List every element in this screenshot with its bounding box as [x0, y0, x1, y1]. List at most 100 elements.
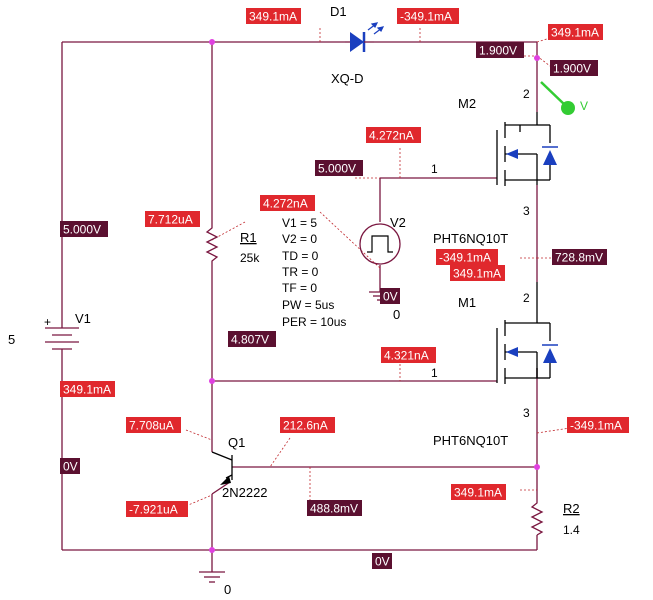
- ground-label-v2: 0: [393, 307, 400, 322]
- m1-pin-drain: 2: [523, 291, 530, 305]
- tag-value: -349.1mA: [400, 10, 452, 24]
- current-tag: 212.6nA: [280, 417, 335, 433]
- pulse-source-v2[interactable]: [359, 223, 401, 265]
- voltage-tag: 1.900V: [476, 42, 524, 58]
- tag-background: [315, 160, 363, 176]
- ground-main: [199, 571, 225, 583]
- mosfet-m1[interactable]: [496, 282, 551, 384]
- m1-model: PHT6NQ10T: [433, 433, 508, 448]
- resistor-r1[interactable]: [205, 222, 219, 266]
- tag-value: 4.272nA: [263, 197, 308, 211]
- current-tag: 349.1mA: [451, 484, 506, 500]
- tag-value: 349.1mA: [551, 26, 599, 40]
- m2-body-diode: [543, 150, 557, 165]
- current-tag: 7.708uA: [126, 417, 181, 433]
- r1-value: 25k: [240, 251, 260, 265]
- led-d1[interactable]: [345, 22, 385, 52]
- tag-value: 0V: [375, 555, 390, 569]
- tag-background: [380, 288, 400, 304]
- voltage-probe-marker[interactable]: [540, 81, 575, 115]
- voltage-tag: 488.8mV: [307, 500, 362, 516]
- tag-background: [397, 8, 459, 24]
- m1-arrow: [506, 347, 518, 357]
- tag-background: [451, 484, 506, 500]
- tag-value: 0V: [63, 460, 78, 474]
- current-tag: 349.1mA: [60, 381, 115, 397]
- probe-tags: 349.1mA -349.1mA 349.1mA 1.900V 1.900V 4.272n…: [60, 8, 629, 569]
- v1-name: V1: [75, 311, 91, 326]
- tag-value: 488.8mV: [310, 502, 358, 516]
- current-tag: 349.1mA: [548, 24, 603, 40]
- junction-nodes: [209, 39, 540, 553]
- v2-param: V2 = 0: [282, 232, 317, 246]
- v2-param: TF = 0: [282, 281, 317, 295]
- tag-background: [126, 501, 188, 517]
- m2-pin-drain: 2: [523, 87, 530, 101]
- tag-value: 349.1mA: [454, 486, 502, 500]
- tag-value: 1.900V: [553, 62, 591, 76]
- voltage-tag: 4.807V: [228, 331, 276, 347]
- tag-value: 4.321nA: [384, 349, 429, 363]
- tag-value: 212.6nA: [283, 419, 328, 433]
- voltage-tag: 0V: [380, 288, 400, 304]
- v2-params: V1 = 5 V2 = 0 TD = 0 TR = 0 TF = 0 PW = …: [282, 216, 346, 329]
- voltage-tag: 5.000V: [60, 221, 108, 237]
- tag-background: [548, 24, 603, 40]
- current-tag: -349.1mA: [567, 417, 629, 433]
- tag-value: 5.000V: [63, 223, 101, 237]
- tag-value: 7.712uA: [148, 213, 193, 227]
- tag-background: [552, 249, 607, 265]
- tag-background: [307, 500, 362, 516]
- tag-value: 4.807V: [231, 333, 269, 347]
- d1-name: D1: [330, 4, 347, 19]
- current-tag: -7.921uA: [126, 501, 188, 517]
- source-v1[interactable]: [45, 327, 79, 355]
- m2-pin-gate: 1: [431, 162, 438, 176]
- current-tag: 349.1mA: [450, 265, 505, 281]
- v2-param: TD = 0: [282, 249, 319, 263]
- tag-background: [260, 195, 315, 211]
- tag-value: 349.1mA: [249, 10, 297, 24]
- tag-background: [126, 417, 181, 433]
- tag-value: -349.1mA: [570, 419, 622, 433]
- tag-value: 1.900V: [479, 44, 517, 58]
- v2-param: PER = 10us: [282, 315, 346, 329]
- q1-emitter-arrow: [220, 476, 231, 485]
- m2-model: PHT6NQ10T: [433, 231, 508, 246]
- resistor-r2[interactable]: [530, 497, 544, 536]
- m2-arrow: [506, 149, 518, 159]
- m1-pin-gate: 1: [431, 366, 438, 380]
- tag-value: 0V: [383, 290, 398, 304]
- r2-value: 1.4: [563, 523, 580, 537]
- ground-label-main: 0: [224, 582, 231, 597]
- voltage-tag: 728.8mV: [552, 249, 607, 265]
- voltage-tag: 1.900V: [550, 60, 598, 76]
- r1-name: R1: [240, 230, 257, 245]
- tag-background: [372, 553, 392, 569]
- m2-name: M2: [458, 96, 476, 111]
- voltage-tag: 5.000V: [315, 160, 363, 176]
- q1-name: Q1: [228, 435, 245, 450]
- tag-background: [145, 211, 200, 227]
- mosfet-m2[interactable]: [496, 112, 551, 186]
- m1-pin-source: 3: [523, 406, 530, 420]
- tag-background: [60, 381, 115, 397]
- voltage-tag: 0V: [372, 553, 392, 569]
- tag-background: [60, 221, 108, 237]
- tag-background: [567, 417, 629, 433]
- transistor-q1[interactable]: [211, 451, 233, 480]
- r2-name: R2: [563, 501, 580, 516]
- current-tag: -349.1mA: [436, 249, 498, 265]
- tag-value: 4.272nA: [369, 129, 414, 143]
- current-tag: 349.1mA: [246, 8, 301, 24]
- tag-value: -349.1mA: [439, 251, 491, 265]
- tag-background: [246, 8, 301, 24]
- tag-value: 728.8mV: [555, 251, 603, 265]
- tag-background: [60, 458, 80, 474]
- current-tag: 4.272nA: [260, 195, 315, 211]
- tag-value: 349.1mA: [453, 267, 501, 281]
- tag-background: [436, 249, 498, 265]
- current-tag: -349.1mA: [397, 8, 459, 24]
- tag-value: 7.708uA: [129, 419, 174, 433]
